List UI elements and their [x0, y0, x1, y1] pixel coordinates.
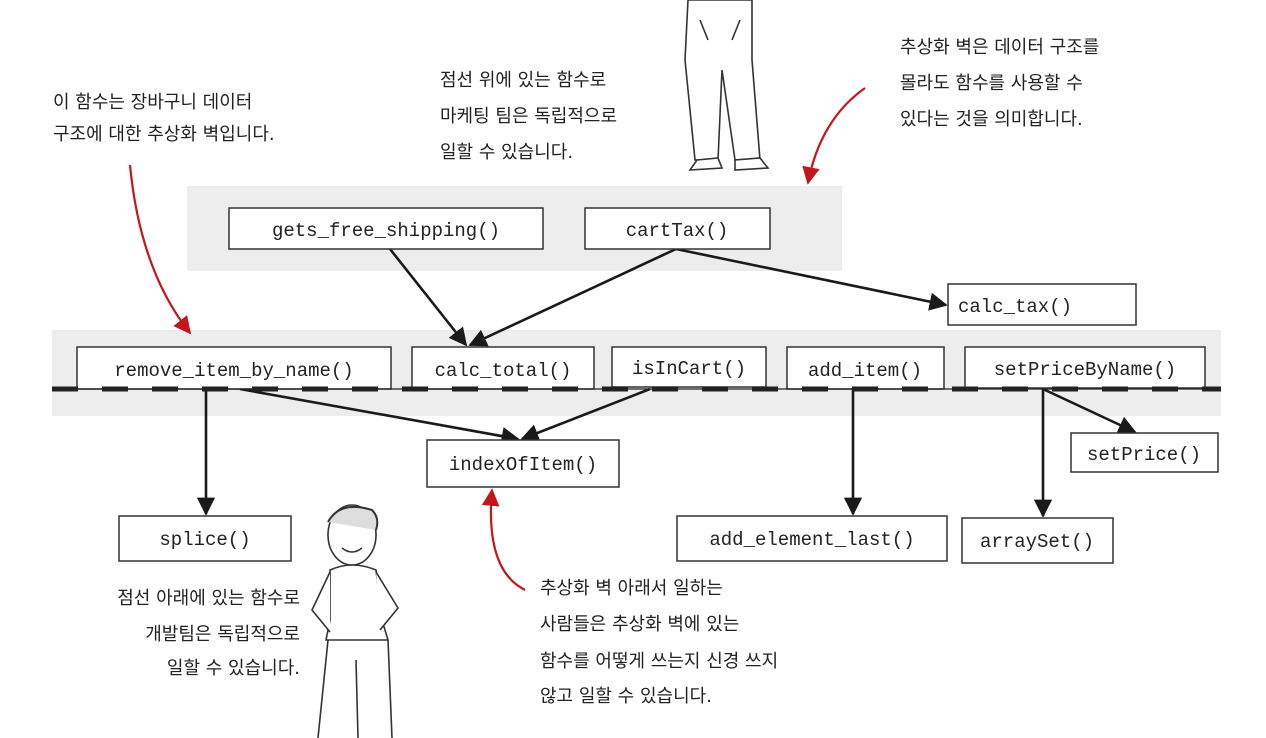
- note-line: 추상화 벽 아래서 일하는: [540, 578, 723, 599]
- function-label: cartTax(): [626, 220, 729, 242]
- note-line: 이 함수는 장바구니 데이터: [53, 92, 252, 113]
- function-label: calc_total(): [435, 360, 572, 382]
- function-label: arraySet(): [980, 531, 1094, 553]
- function-box-calc-tax: calc_tax(): [947, 283, 1137, 326]
- function-label: add_item(): [808, 360, 922, 382]
- note-developers: 점선 아래에 있는 함수로 개발팀은 독립적으로 일할 수 있습니다.: [117, 588, 300, 679]
- note-line: 일할 수 있습니다.: [167, 658, 300, 679]
- call-arrows: [196, 247, 1137, 518]
- function-box-is-in-cart: isInCart(): [611, 346, 767, 388]
- function-box-gets-free-shipping: gets_free_shipping(): [228, 207, 544, 250]
- function-label: splice(): [159, 529, 250, 551]
- function-label: calc_tax(): [958, 296, 1072, 318]
- annotation-arrows: [128, 87, 866, 591]
- function-label: setPriceByName(): [994, 359, 1176, 381]
- function-box-set-price: setPrice(): [1070, 432, 1219, 473]
- developer-person-illustration: [311, 504, 399, 738]
- function-label: add_element_last(): [709, 529, 914, 551]
- function-box-array-set: arraySet(): [961, 517, 1114, 564]
- function-label: indexOfItem(): [449, 454, 597, 476]
- note-line: 점선 아래에 있는 함수로: [117, 588, 300, 609]
- function-label: gets_free_shipping(): [272, 220, 500, 242]
- note-marketing: 점선 위에 있는 함수로 마케팅 팀은 독립적으로 일할 수 있습니다.: [440, 70, 617, 163]
- note-meaning: 추상화 벽은 데이터 구조를 몰라도 함수를 사용할 수 있다는 것을 의미합니…: [900, 37, 1099, 130]
- function-box-splice: splice(): [118, 515, 292, 562]
- function-box-add-item: add_item(): [786, 346, 945, 390]
- function-box-calc-total: calc_total(): [411, 346, 595, 390]
- note-line: 점선 위에 있는 함수로: [440, 70, 606, 91]
- note-below-barrier: 추상화 벽 아래서 일하는 사람들은 추상화 벽에 있는 함수를 어떻게 쓰는지…: [540, 578, 778, 707]
- note-line: 마케팅 팀은 독립적으로: [440, 106, 617, 127]
- function-box-cart-tax: cartTax(): [584, 207, 771, 250]
- note-line: 않고 일할 수 있습니다.: [540, 686, 712, 707]
- note-wall-description: 이 함수는 장바구니 데이터 구조에 대한 추상화 벽입니다.: [53, 92, 275, 145]
- function-box-remove-item-by-name: remove_item_by_name(): [76, 346, 392, 390]
- note-line: 몰라도 함수를 사용할 수: [900, 73, 1083, 94]
- function-label: setPrice(): [1087, 444, 1201, 466]
- note-line: 사람들은 추상화 벽에 있는: [540, 614, 739, 635]
- function-box-set-price-by-name: setPriceByName(): [964, 346, 1206, 389]
- function-box-index-of-item: indexOfItem(): [426, 439, 620, 488]
- function-label: remove_item_by_name(): [114, 360, 353, 382]
- note-line: 함수를 어떻게 쓰는지 신경 쓰지: [540, 651, 778, 672]
- note-line: 일할 수 있습니다.: [440, 142, 573, 163]
- note-line: 개발팀은 독립적으로: [145, 624, 300, 645]
- marketing-person-illustration: [684, 0, 770, 171]
- function-label: isInCart(): [632, 358, 746, 380]
- note-line: 추상화 벽은 데이터 구조를: [900, 37, 1099, 58]
- function-box-add-element-last: add_element_last(): [676, 515, 948, 562]
- note-line: 있다는 것을 의미합니다.: [900, 109, 1083, 130]
- note-line: 구조에 대한 추상화 벽입니다.: [53, 124, 275, 145]
